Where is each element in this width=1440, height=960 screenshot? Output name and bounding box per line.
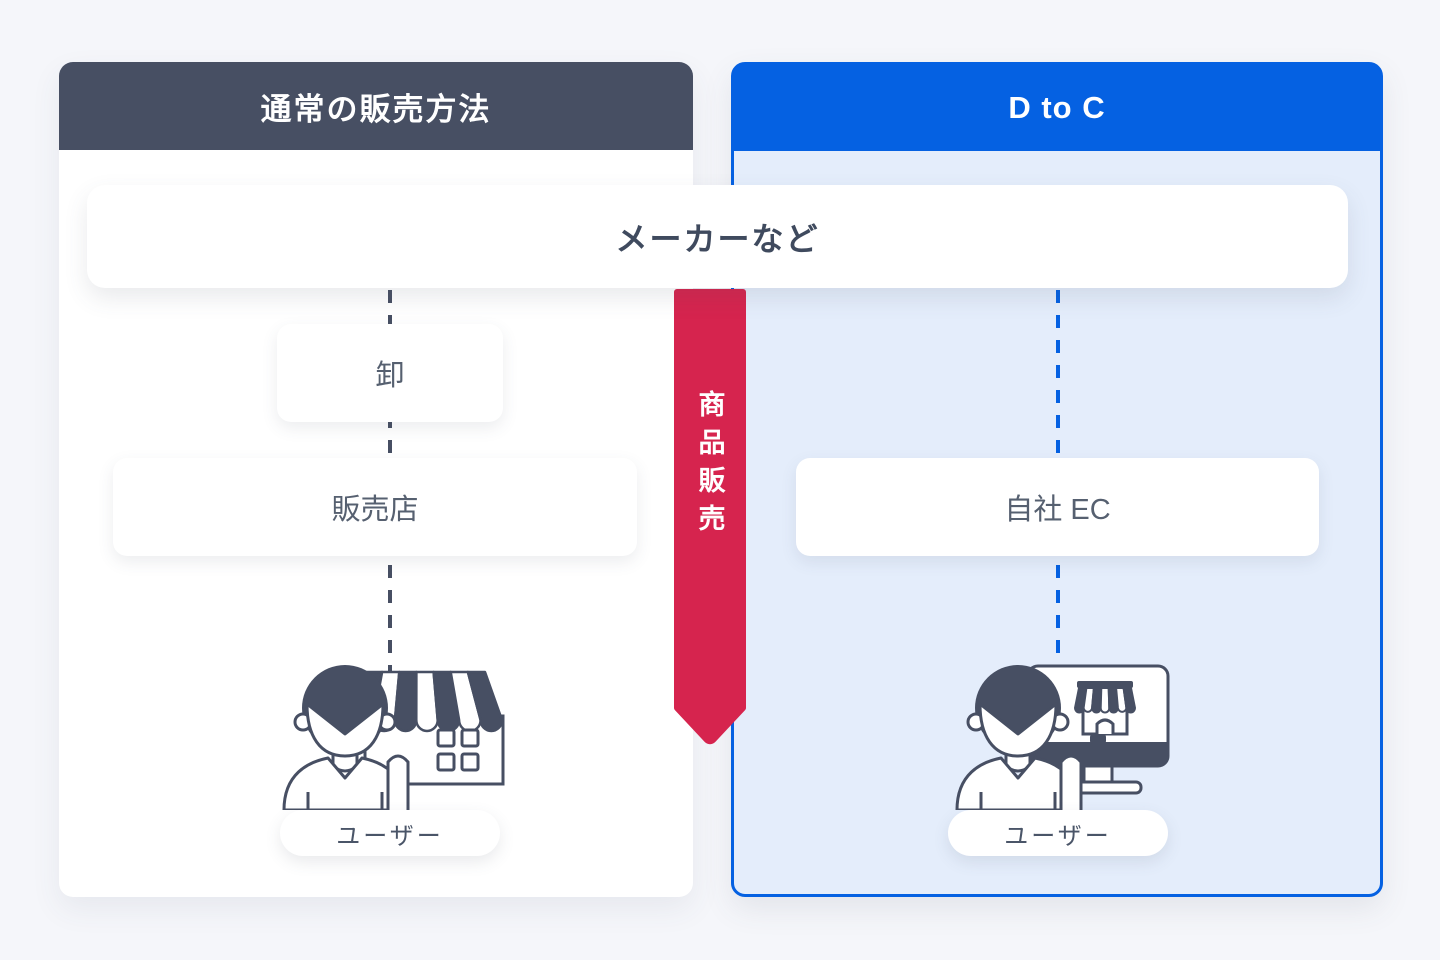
user-with-ec-monitor-icon xyxy=(955,663,1170,810)
node-own-ec-label: 自社 EC xyxy=(1004,494,1111,526)
product-sales-ribbon xyxy=(674,289,746,745)
user-with-storefront-icon xyxy=(282,663,505,810)
user-pill-left: ユーザー xyxy=(280,810,500,856)
ec-monitor-icon xyxy=(1026,664,1170,795)
product-sales-ribbon-label: 商品販売 xyxy=(694,390,725,542)
panel-normal-sales-title: 通常の販売方法 xyxy=(260,91,492,127)
panel-normal-sales-header: 通常の販売方法 xyxy=(59,62,693,150)
node-maker-label: メーカーなど xyxy=(615,220,820,257)
user-pill-right-label: ユーザー xyxy=(1004,822,1112,850)
node-wholesale: 卸 xyxy=(277,324,503,422)
mini-store-icon xyxy=(1074,681,1136,736)
node-retail-label: 販売店 xyxy=(331,494,419,526)
panel-dtoc-header: D to C xyxy=(733,64,1381,151)
node-maker: メーカーなど xyxy=(87,185,1348,288)
node-wholesale-label: 卸 xyxy=(375,360,405,392)
node-retail: 販売店 xyxy=(113,458,637,556)
node-own-ec: 自社 EC xyxy=(796,458,1319,556)
user-pill-right: ユーザー xyxy=(948,810,1168,856)
panel-dtoc-title: D to C xyxy=(1008,89,1106,125)
user-pill-left-label: ユーザー xyxy=(336,822,444,850)
